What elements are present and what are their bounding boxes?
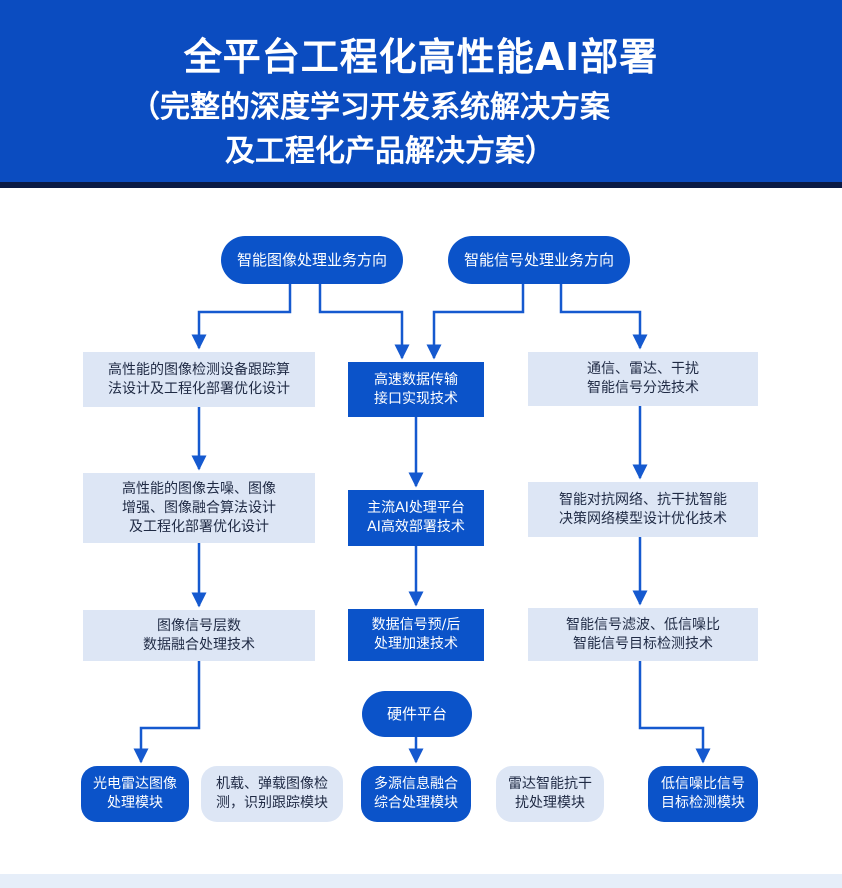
page-subtitle: （完整的深度学习开发系统解决方案 及工程化产品解决方案） (130, 86, 770, 174)
module-radar-anti-jamming: 雷达智能抗干扰处理模块 (496, 766, 604, 822)
arrow-image-to-left1 (191, 284, 292, 350)
arrow-right3-to-bottom5 (638, 661, 711, 764)
arrow-left3-to-bottom1 (133, 661, 201, 764)
node-signal-direction: 智能信号处理业务方向 (448, 236, 630, 284)
node-right-adversarial-network: 智能对抗网络、抗干扰智能决策网络模型设计优化技术 (528, 482, 758, 537)
arrow-signal-to-mid1 (426, 284, 525, 360)
node-left-denoise-enhance-fusion: 高性能的图像去噪、图像增强、图像融合算法设计及工程化部署优化设计 (83, 473, 315, 543)
node-hardware-platform: 硬件平台 (362, 691, 472, 737)
page-title: 全平台工程化高性能AI部署 (183, 35, 659, 79)
node-right-filter-detection: 智能信号滤波、低信噪比智能信号目标检测技术 (528, 608, 758, 661)
module-multisource-fusion: 多源信息融合综合处理模块 (361, 766, 471, 822)
node-image-direction: 智能图像处理业务方向 (221, 236, 403, 284)
node-mid-high-speed-interface: 高速数据传输接口实现技术 (348, 362, 484, 417)
node-mid-pre-post-processing: 数据信号预/后处理加速技术 (348, 609, 484, 661)
subtitle-line-1: （完整的深度学习开发系统解决方案 (130, 90, 610, 125)
subtitle-line-2: 及工程化产品解决方案） (225, 134, 555, 169)
arrow-signal-to-right1 (559, 284, 648, 350)
node-left-layered-fusion: 图像信号层数数据融合处理技术 (83, 610, 315, 661)
node-right-signal-sorting: 通信、雷达、干扰智能信号分选技术 (528, 352, 758, 406)
module-airborne-detection-tracking: 机载、弹载图像检测，识别跟踪模块 (201, 766, 343, 822)
header-banner: 全平台工程化高性能AI部署 （完整的深度学习开发系统解决方案 及工程化产品解决方… (0, 0, 842, 188)
module-eo-radar-image: 光电雷达图像处理模块 (81, 766, 189, 822)
arrow-image-to-mid1 (318, 284, 410, 360)
footer-band (0, 874, 842, 888)
module-low-snr-detection: 低信噪比信号目标检测模块 (648, 766, 758, 822)
node-left-detection-tracking: 高性能的图像检测设备跟踪算法设计及工程化部署优化设计 (83, 352, 315, 407)
